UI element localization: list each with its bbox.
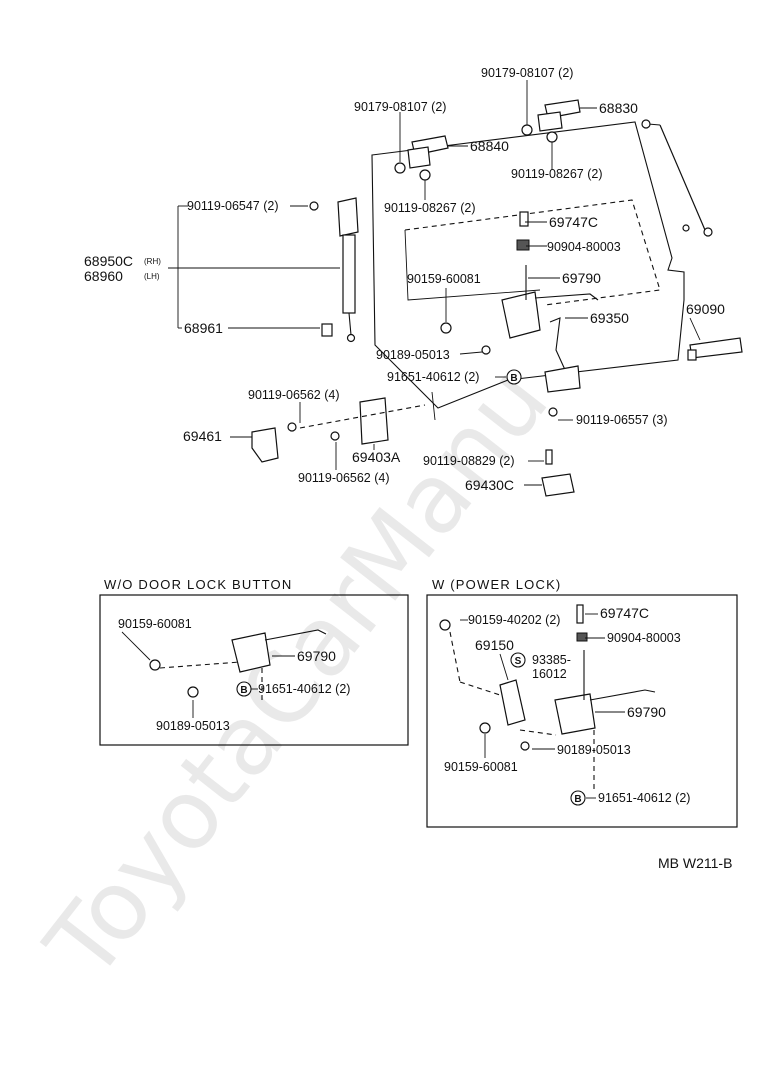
- panel-right-93385: 93385-: [532, 653, 571, 667]
- panel-right-lock: [439, 604, 656, 799]
- label-68961: 68961: [184, 320, 223, 336]
- striker-69403a: [299, 397, 426, 445]
- panel-right-frame: [426, 594, 738, 828]
- panel-right-69150: 69150: [475, 637, 514, 653]
- label-90159-60081: 90159-60081: [407, 272, 481, 286]
- panel-right-16012: 16012: [532, 667, 567, 681]
- panel-right-marker-b: [570, 790, 586, 806]
- panel-right-marker-b-text: B: [574, 794, 581, 805]
- panel-right-90904: 90904-80003: [607, 631, 681, 645]
- panel-right-90159-60081: 90159-60081: [444, 760, 518, 774]
- label-90119-08267-l: 90119-08267 (2): [384, 201, 476, 215]
- label-90119-06547: 90119-06547 (2): [187, 199, 279, 213]
- bracket-69461: [251, 422, 297, 463]
- panel-left-69790: 69790: [297, 648, 336, 664]
- panel-right-90159-40202: 90159-40202 (2): [468, 613, 560, 627]
- label-90119-08829: 90119-08829 (2): [423, 454, 515, 468]
- label-90119-06557: 90119-06557 (3): [576, 413, 668, 427]
- label-90179-left: 90179-08107 (2): [354, 100, 446, 114]
- label-rh: (RH): [144, 257, 161, 266]
- panel-left-title: W/O DOOR LOCK BUTTON: [104, 577, 292, 592]
- panel-left-90159: 90159-60081: [118, 617, 192, 631]
- label-68950c: 68950C: [84, 253, 133, 269]
- label-90189-05013: 90189-05013: [376, 348, 450, 362]
- handle-69090: [687, 337, 743, 361]
- label-69403a: 69403A: [352, 449, 401, 465]
- left-gas-strut-68950c: [309, 197, 359, 343]
- panel-right-69747c: 69747C: [600, 605, 649, 621]
- panel-left-91651: 91651-40612 (2): [258, 682, 350, 696]
- panel-left-90189: 90189-05013: [156, 719, 230, 733]
- marker-b: [506, 369, 522, 385]
- label-68830: 68830: [599, 100, 638, 116]
- panel-left-marker-b: [236, 681, 252, 697]
- panel-right-91651: 91651-40612 (2): [598, 791, 690, 805]
- panel-left-marker-b-text: B: [240, 685, 247, 696]
- label-90119-06562-a: 90119-06562 (4): [248, 388, 340, 402]
- panel-right-title: W (POWER LOCK): [432, 577, 561, 592]
- hinge-68840: [394, 135, 468, 181]
- leader-lines: [168, 80, 701, 486]
- label-69430c: 69430C: [465, 477, 514, 493]
- back-door-panel: [371, 121, 685, 421]
- label-90904-80003: 90904-80003: [547, 240, 621, 254]
- label-69350: 69350: [590, 310, 629, 326]
- label-lh: (LH): [144, 272, 160, 281]
- panel-left-lock: [121, 629, 327, 718]
- label-68960: 68960: [84, 268, 123, 284]
- panel-left-frame: [99, 594, 409, 746]
- lock-assembly-69790: [440, 211, 599, 355]
- label-91651-40612: 91651-40612 (2): [387, 370, 479, 384]
- hinge-68830: [521, 99, 597, 143]
- label-90119-06562-b: 90119-06562 (4): [298, 471, 390, 485]
- latch-69350: [544, 317, 581, 417]
- label-69747c: 69747C: [549, 214, 598, 230]
- panel-right-marker-s: [510, 652, 526, 668]
- footer-code: MB W211-B: [658, 855, 732, 871]
- part-69430c: [541, 449, 575, 497]
- label-69790: 69790: [562, 270, 601, 286]
- label-90179-top: 90179-08107 (2): [481, 66, 573, 80]
- label-69090: 69090: [686, 301, 725, 317]
- panel-right-69790: 69790: [627, 704, 666, 720]
- panel-right-90189: 90189-05013: [557, 743, 631, 757]
- label-69461: 69461: [183, 428, 222, 444]
- marker-b-text: B: [510, 373, 517, 384]
- watermark: ToyotaCarManu: [24, 346, 570, 1000]
- right-gas-strut: [641, 119, 713, 237]
- panel-right-marker-s-text: S: [515, 656, 522, 667]
- label-90119-08267-r: 90119-08267 (2): [511, 167, 603, 181]
- label-68840: 68840: [470, 138, 509, 154]
